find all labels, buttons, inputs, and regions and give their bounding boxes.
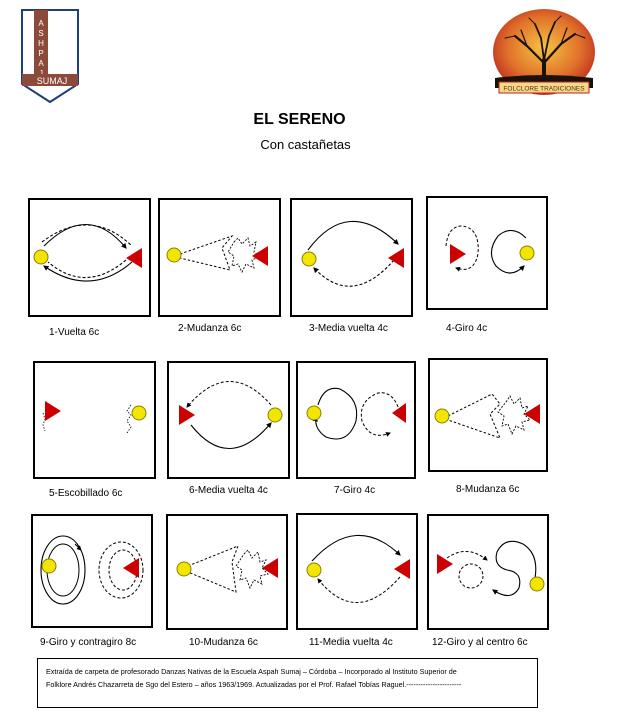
figure-11-label: 11-Media vuelta 4c xyxy=(309,637,393,648)
svg-text:S: S xyxy=(38,29,43,38)
svg-text:SUMAJ: SUMAJ xyxy=(37,76,68,86)
figure-3-panel xyxy=(290,198,413,317)
figure-3-label: 3-Media vuelta 4c xyxy=(309,323,388,334)
figure-9-label: 9-Giro y contragiro 8c xyxy=(40,637,137,648)
figure-7-panel xyxy=(296,361,416,479)
credits-line-1: Extraída de carpeta de profesorado Danza… xyxy=(46,667,457,676)
folclore-tradiciones-logo: FOLCLORE TRADICIONES xyxy=(491,8,597,100)
figure-5-label: 5-Escobillado 6c xyxy=(49,488,123,499)
svg-text:A: A xyxy=(38,19,44,28)
page-title: EL SERENO xyxy=(253,111,346,128)
figure-6-panel xyxy=(167,361,290,479)
svg-text:H: H xyxy=(38,39,44,48)
figure-7-label: 7-Giro 4c xyxy=(334,485,376,496)
figure-6-label: 6-Media vuelta 4c xyxy=(189,485,268,496)
figure-4-panel xyxy=(426,196,548,310)
credits-box: Extraída de carpeta de profesorado Danza… xyxy=(37,658,538,708)
svg-text:FOLCLORE TRADICIONES: FOLCLORE TRADICIONES xyxy=(503,86,585,93)
svg-text:J: J xyxy=(39,69,43,78)
figure-12-label: 12-Giro y al centro 6c xyxy=(432,637,528,648)
svg-text:P: P xyxy=(38,49,43,58)
figure-8-label: 8-Mudanza 6c xyxy=(456,484,520,495)
figure-11-panel xyxy=(296,513,418,630)
figure-9-panel xyxy=(31,514,153,628)
credits-line-2: Folklore Andrés Chazarreta de Sgo del Es… xyxy=(46,680,462,689)
svg-text:A: A xyxy=(38,59,44,68)
figure-5-panel xyxy=(33,361,156,479)
ashpaj-sumaj-logo: A S H P A J SUMAJ xyxy=(20,8,80,104)
figure-4-label: 4-Giro 4c xyxy=(446,323,488,334)
figure-2-panel xyxy=(158,198,281,317)
figure-12-panel xyxy=(427,514,549,630)
figure-2-label: 2-Mudanza 6c xyxy=(178,323,242,334)
figure-1-panel xyxy=(28,198,151,317)
figure-1-label: 1-Vuelta 6c xyxy=(49,327,100,338)
page-subtitle: Con castañetas xyxy=(260,137,351,152)
figure-8-panel xyxy=(428,358,548,472)
figure-10-label: 10-Mudanza 6c xyxy=(189,637,258,648)
figure-10-panel xyxy=(166,514,288,630)
